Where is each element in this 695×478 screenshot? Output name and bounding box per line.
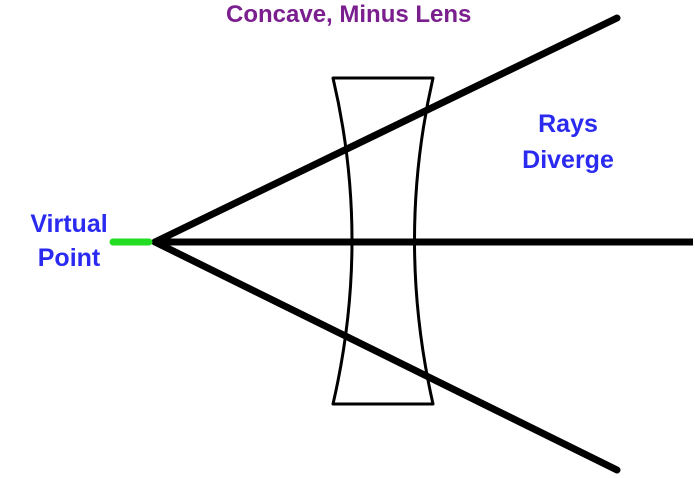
- rays-diverge-label: Rays Diverge: [508, 106, 628, 178]
- rays-label-line2: Diverge: [522, 146, 614, 174]
- diagram-title: Concave, Minus Lens: [226, 1, 472, 28]
- virtual-label-line1: Virtual: [30, 210, 108, 238]
- virtual-point-label: Virtual Point: [14, 207, 124, 275]
- rays-label-line1: Rays: [538, 110, 598, 138]
- concave-lens: [331, 76, 435, 406]
- upper-ray: [151, 14, 621, 246]
- lower-ray: [151, 238, 621, 474]
- virtual-label-line2: Point: [37, 244, 101, 272]
